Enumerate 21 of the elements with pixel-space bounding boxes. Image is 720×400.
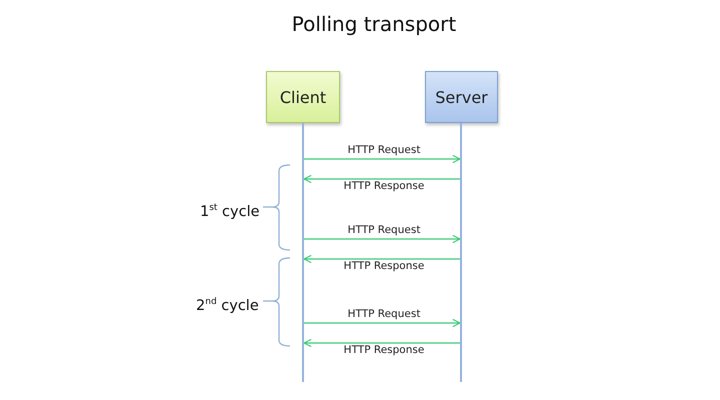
cycle-label: 2$^{nd}$ cycle <box>196 296 259 315</box>
arrow <box>304 154 461 164</box>
arrow <box>303 174 460 184</box>
edge-label: HTTP Response <box>342 344 426 357</box>
participant-name: Client <box>280 88 326 106</box>
arrow <box>304 234 461 244</box>
participant-box <box>425 71 498 123</box>
cycle-label: 1$^{st}$ cycle <box>200 202 260 221</box>
arrow <box>303 254 460 264</box>
participant-box <box>266 71 340 123</box>
edge-label: HTTP Request <box>346 308 422 321</box>
edge-label: HTTP Request <box>346 144 422 157</box>
edge-label: HTTP Request <box>346 224 422 237</box>
participant-name: Server <box>435 88 488 106</box>
arrow <box>304 318 461 328</box>
diagram-title: Polling transport <box>290 12 458 36</box>
lifeline <box>460 123 462 382</box>
edge-label: HTTP Response <box>342 260 426 273</box>
lifeline <box>302 123 304 382</box>
edge-label: HTTP Response <box>342 180 426 193</box>
arrow <box>303 338 460 348</box>
